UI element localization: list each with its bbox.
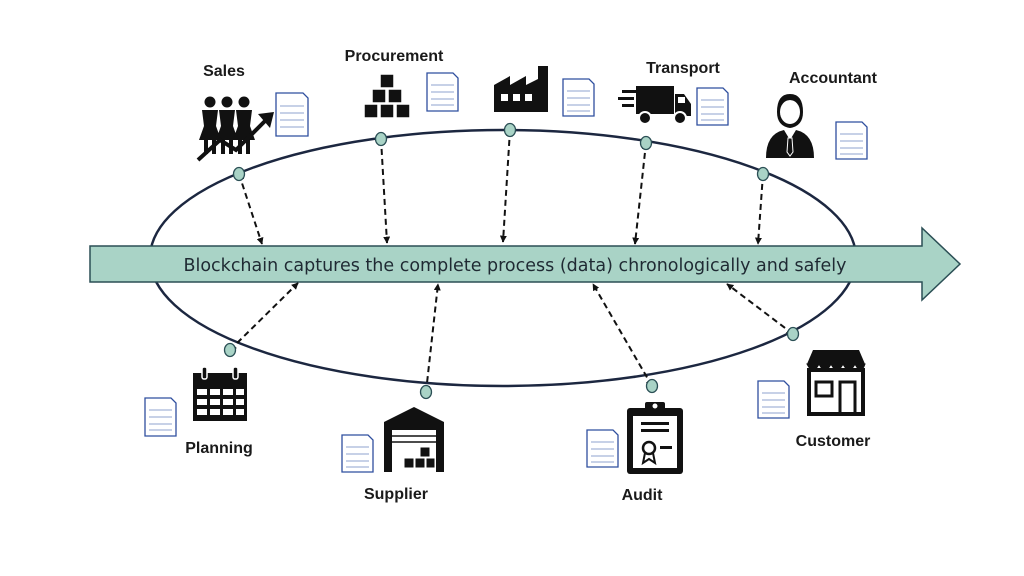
supplier-label: Supplier <box>364 486 428 503</box>
transport-document-icon <box>696 87 729 126</box>
clipboard-certificate-icon <box>627 402 683 474</box>
planning-label: Planning <box>185 440 253 457</box>
node-planning: Planning <box>144 366 253 457</box>
sales-document-icon <box>275 92 309 137</box>
audit-document-icon <box>586 429 619 468</box>
supplier-document-icon <box>341 434 374 473</box>
dot-supplier <box>419 384 433 400</box>
warehouse-icon <box>384 407 444 472</box>
dot-accountant <box>756 166 770 182</box>
dot-audit <box>645 378 659 394</box>
sales-team-growth-icon <box>196 96 274 162</box>
dot-transport <box>639 135 653 151</box>
connector-planning <box>229 282 299 351</box>
dot-customer <box>786 326 800 342</box>
connector-accountant <box>754 173 767 245</box>
procurement-label: Procurement <box>345 48 444 65</box>
procurement-document-icon <box>426 72 459 112</box>
dot-factory <box>503 122 517 138</box>
accountant-label: Accountant <box>789 70 878 87</box>
node-accountant: Accountant <box>766 70 878 160</box>
planning-document-icon <box>144 397 177 437</box>
node-procurement: Procurement <box>345 48 459 119</box>
connector-procurement <box>377 138 391 244</box>
node-supplier: Supplier <box>341 407 444 503</box>
dot-sales <box>232 166 246 182</box>
customer-document-icon <box>757 380 790 419</box>
connector-factory <box>499 129 514 243</box>
node-audit: Audit <box>586 402 683 504</box>
audit-label: Audit <box>622 487 664 504</box>
connection-dots <box>223 122 800 400</box>
dot-procurement <box>374 131 388 147</box>
banner-text: Blockchain captures the complete process… <box>183 256 846 276</box>
stacked-boxes-icon <box>363 73 411 119</box>
connector-transport <box>632 142 649 245</box>
connector-supplier <box>423 283 441 393</box>
businessman-icon <box>766 94 814 158</box>
factory-document-icon <box>562 78 595 117</box>
connector-audit <box>592 283 653 387</box>
calendar-icon <box>193 366 247 421</box>
connectors <box>229 129 794 393</box>
node-transport: Transport <box>618 60 729 126</box>
customer-label: Customer <box>796 433 871 450</box>
delivery-truck-icon <box>618 86 691 125</box>
dot-planning <box>223 342 237 358</box>
storefront-icon <box>806 350 866 416</box>
accountant-document-icon <box>835 121 868 160</box>
sales-label: Sales <box>203 63 245 80</box>
node-factory <box>494 66 595 117</box>
factory-icon <box>494 66 548 112</box>
node-customer: Customer <box>757 350 871 450</box>
node-sales: Sales <box>196 63 309 162</box>
connector-sales <box>237 173 264 245</box>
blockchain-banner-arrow <box>89 226 962 302</box>
transport-label: Transport <box>646 60 720 77</box>
connector-customer <box>726 283 794 335</box>
